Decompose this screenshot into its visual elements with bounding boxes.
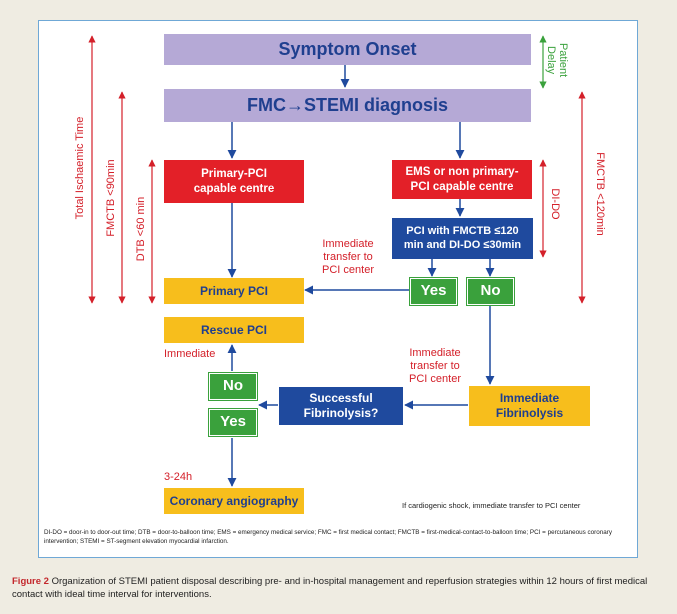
no-bottom-box: No xyxy=(208,372,258,401)
pci-decision-box: PCI with FMCTB ≤120 min and DI-DO ≤30min xyxy=(392,218,533,259)
cardiogenic-shock-note: If cardiogenic shock, immediate transfer… xyxy=(402,501,581,510)
timing-label: 3-24h xyxy=(164,471,193,483)
patient-delay-label: Patient Delay xyxy=(545,42,570,78)
dtb-60-label: DTB <60 min xyxy=(135,196,147,262)
figure-label: Figure 2 xyxy=(12,576,49,587)
primary-capable-centre-box: Primary-PCI capable centre xyxy=(164,160,304,203)
fmc-diagnosis-box: FMC→STEMI diagnosis xyxy=(164,89,531,122)
ems-centre-box: EMS or non primary-PCI capable centre xyxy=(392,160,532,199)
fmctb-90-label: FMCTB <90min xyxy=(105,159,117,237)
yes-bottom-box: Yes xyxy=(208,408,258,437)
successful-fibrinolysis-box: Successful Fibrinolysis? xyxy=(279,387,403,425)
immediate-fibrinolysis-box: Immediate Fibrinolysis xyxy=(469,386,590,426)
coronary-angiography-box: Coronary angiography xyxy=(164,488,304,514)
immediate-transfer-label-1: Immediate transfer to PCI center xyxy=(322,238,374,277)
fmctb-120-label: FMCTB <120min xyxy=(594,152,606,236)
total-ischaemic-time-label: Total Ischaemic Time xyxy=(74,116,86,220)
immediate-transfer-label-2: Immediate transfer to PCI center xyxy=(409,347,461,386)
immediate-label: Immediate xyxy=(164,348,216,360)
no-top-box: No xyxy=(466,277,515,306)
di-do-label: DI-DO xyxy=(549,188,561,220)
rescue-pci-box: Rescue PCI xyxy=(164,317,304,343)
abbreviations-footnote: DI-DO = door-in to door-out time; DTB = … xyxy=(44,529,612,545)
symptom-onset-box: Symptom Onset xyxy=(164,34,531,65)
primary-pci-box: Primary PCI xyxy=(164,278,304,304)
caption-text: Organization of STEMI patient disposal d… xyxy=(12,576,648,601)
figure-caption: Figure 2 Organization of STEMI patient d… xyxy=(12,575,672,602)
yes-top-box: Yes xyxy=(409,277,458,306)
